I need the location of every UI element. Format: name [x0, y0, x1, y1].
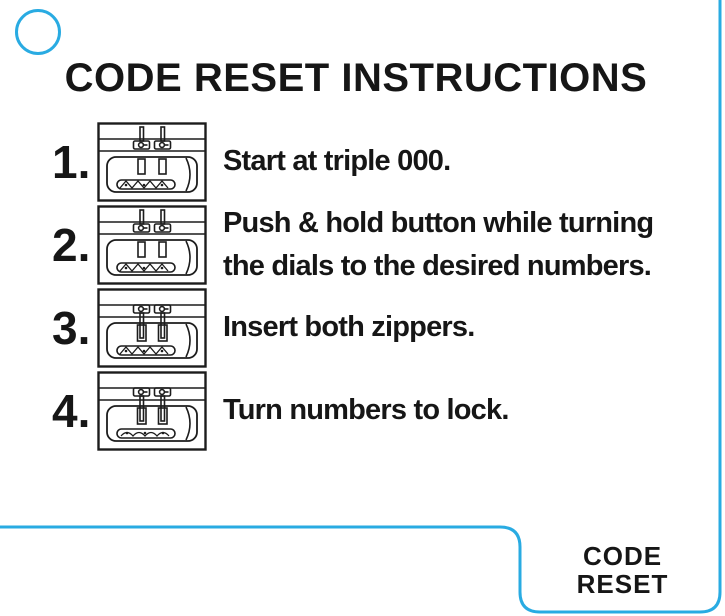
step-number: 1. — [52, 135, 91, 188]
lock-diagram-zippers-inserted-icon — [97, 287, 207, 368]
lock-diagram-zippers-up-icon — [97, 121, 207, 202]
step-number: 3. — [52, 301, 91, 354]
step-row-2: 2. — [52, 203, 675, 286]
step-text: Start at triple 000. — [223, 145, 451, 177]
steps-list: 1. — [52, 120, 675, 452]
step-row-4: 4. — [52, 369, 675, 452]
step-text: Turn numbers to lock. — [223, 394, 509, 426]
code-reset-line1: CODE — [582, 541, 663, 571]
lock-diagram-zippers-inserted-icon — [97, 370, 207, 451]
step-number: 4. — [52, 384, 91, 437]
code-reset-line2: RESET — [576, 569, 669, 599]
step-text: Insert both zippers. — [223, 311, 475, 343]
step-number: 2. — [52, 218, 91, 271]
step-row-1: 1. — [52, 120, 675, 203]
step-row-3: 3. — [52, 286, 675, 369]
step-text: Push & hold button while turning the dia… — [223, 206, 654, 282]
punch-hole-circle — [15, 9, 61, 55]
code-reset-label: CODE RESET — [565, 542, 680, 598]
lock-diagram-zippers-up-icon — [97, 204, 207, 285]
page-title: CODE RESET INSTRUCTIONS — [64, 56, 648, 100]
